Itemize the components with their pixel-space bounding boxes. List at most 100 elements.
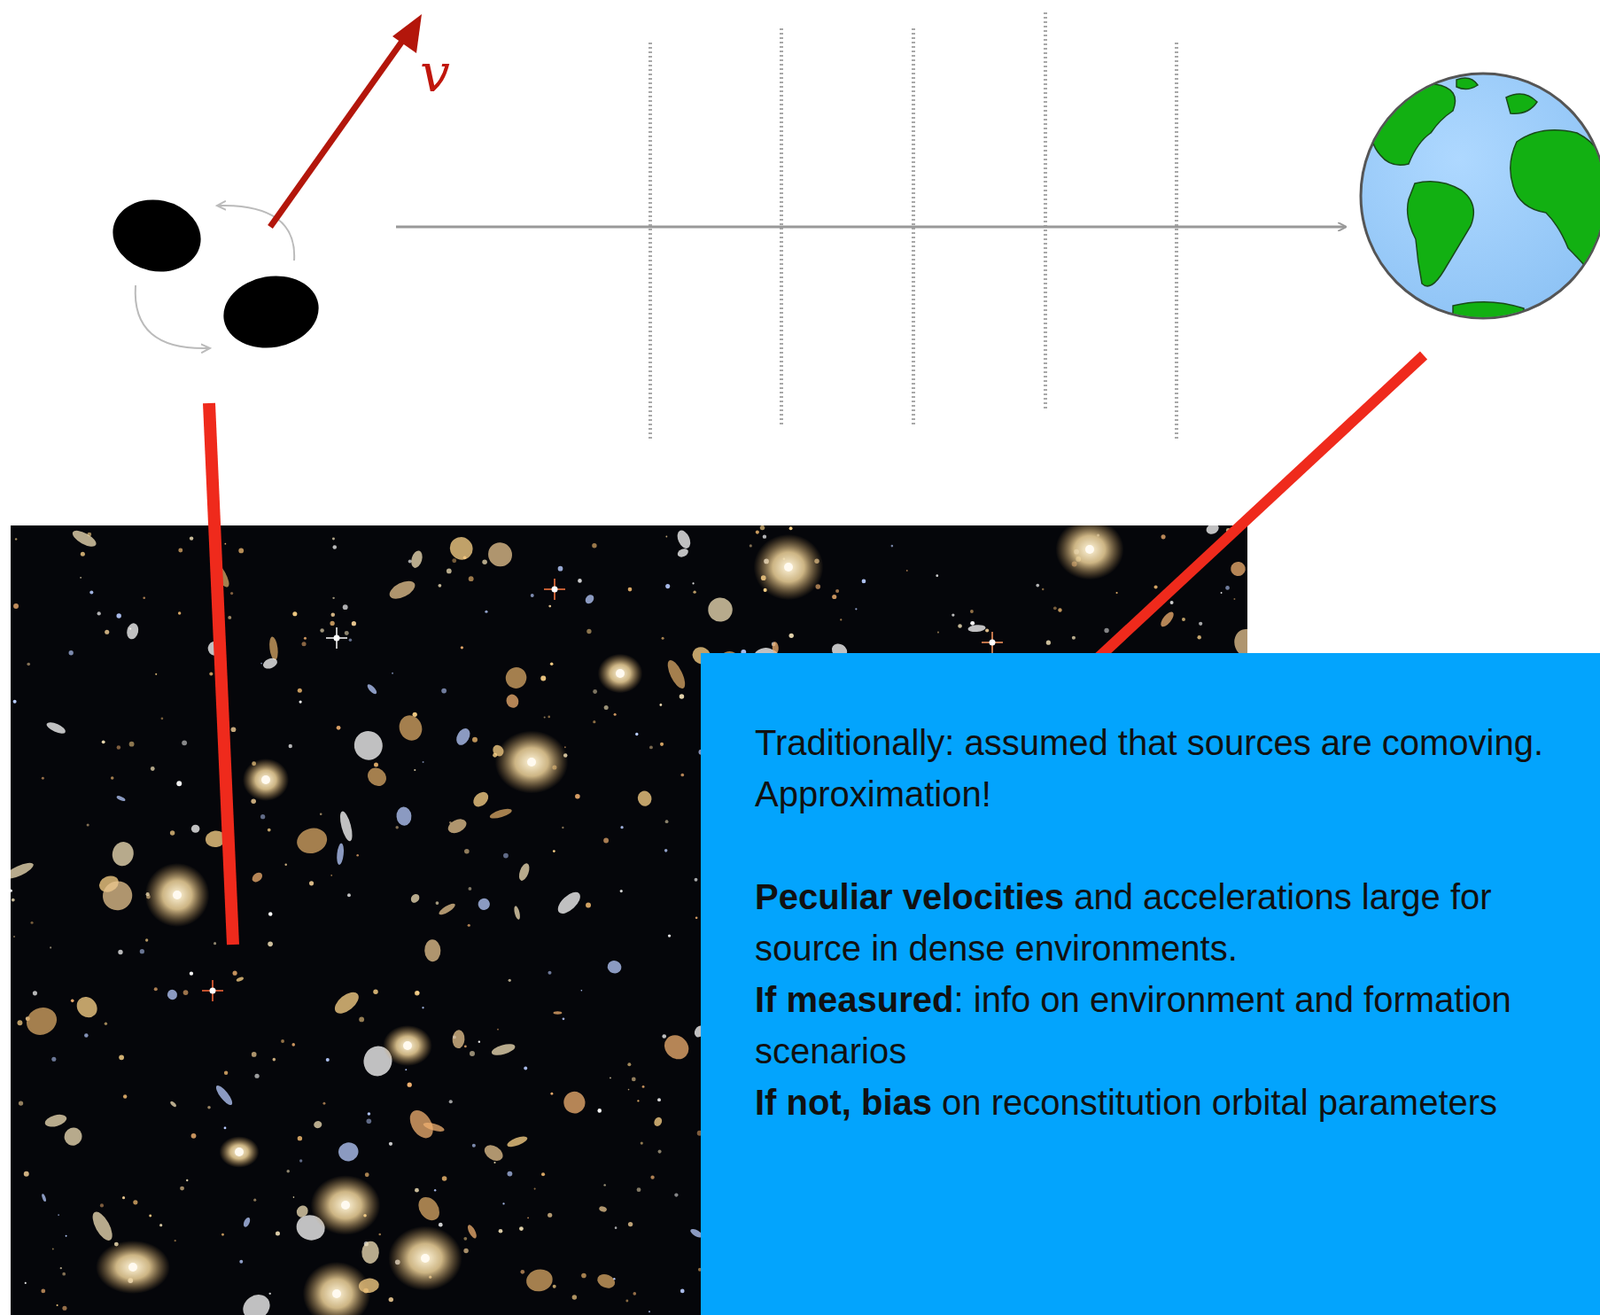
galaxy bbox=[234, 1147, 244, 1157]
galaxy bbox=[122, 1196, 125, 1199]
galaxy bbox=[498, 1228, 504, 1234]
galaxy bbox=[181, 739, 187, 746]
galaxy bbox=[150, 766, 156, 771]
galaxy bbox=[165, 987, 179, 1002]
galaxy bbox=[299, 1158, 303, 1162]
galaxy bbox=[665, 583, 670, 589]
galaxy bbox=[288, 744, 293, 748]
galaxy bbox=[581, 989, 583, 992]
galaxy bbox=[292, 611, 297, 616]
galaxy bbox=[1181, 617, 1186, 622]
galaxy bbox=[586, 629, 591, 634]
galaxy bbox=[18, 1100, 24, 1105]
galaxy bbox=[664, 657, 689, 691]
galaxy bbox=[1158, 609, 1177, 629]
galaxy bbox=[22, 1001, 62, 1040]
note-text: If not, bias on reconstitution orbital p… bbox=[754, 1076, 1574, 1128]
galaxy bbox=[260, 814, 265, 819]
galaxy bbox=[527, 1216, 529, 1219]
galaxy bbox=[592, 720, 596, 723]
galaxy bbox=[680, 1289, 685, 1294]
galaxy bbox=[550, 1092, 553, 1096]
galaxy bbox=[437, 900, 458, 917]
galaxy bbox=[128, 1262, 138, 1272]
galaxy bbox=[104, 629, 109, 635]
galaxy bbox=[241, 1216, 251, 1228]
galaxy bbox=[364, 763, 390, 790]
galaxy bbox=[183, 989, 189, 995]
galaxy bbox=[434, 1188, 436, 1191]
galaxy bbox=[675, 546, 690, 559]
galaxy bbox=[1233, 598, 1235, 600]
galaxy bbox=[1161, 534, 1166, 539]
galaxy bbox=[409, 549, 425, 569]
galaxy bbox=[387, 577, 419, 603]
galaxy bbox=[62, 1305, 67, 1311]
galaxy bbox=[297, 1135, 303, 1141]
galaxy bbox=[235, 976, 245, 983]
galaxy bbox=[970, 621, 975, 626]
galaxy bbox=[839, 618, 842, 621]
galaxy bbox=[155, 673, 157, 676]
galaxy bbox=[309, 880, 314, 886]
galaxy bbox=[446, 568, 452, 575]
galaxy bbox=[762, 534, 767, 538]
galaxy bbox=[469, 1050, 475, 1057]
galaxy bbox=[695, 916, 699, 919]
galaxy bbox=[468, 886, 473, 891]
galaxy bbox=[543, 715, 546, 718]
galaxy bbox=[56, 1304, 59, 1306]
galaxy bbox=[333, 635, 341, 642]
galaxy bbox=[603, 1183, 606, 1186]
galaxy bbox=[313, 1119, 323, 1129]
galaxy bbox=[620, 889, 623, 893]
galaxy bbox=[10, 888, 13, 892]
galaxy bbox=[935, 574, 939, 577]
galaxy bbox=[414, 990, 420, 996]
galaxy bbox=[493, 1161, 496, 1164]
galaxy bbox=[674, 1192, 678, 1197]
galaxy bbox=[502, 663, 531, 692]
galaxy bbox=[467, 924, 471, 927]
galaxy bbox=[117, 949, 123, 955]
galaxy bbox=[505, 1133, 529, 1150]
galaxy bbox=[1225, 585, 1230, 591]
galaxy bbox=[172, 890, 182, 900]
galaxy bbox=[665, 535, 668, 538]
galaxy bbox=[551, 586, 559, 593]
galaxy bbox=[174, 1239, 177, 1242]
galaxy bbox=[605, 958, 624, 976]
galaxy bbox=[504, 691, 521, 710]
galaxy bbox=[332, 544, 337, 550]
galaxy bbox=[332, 597, 334, 599]
galaxy bbox=[1154, 584, 1158, 589]
galaxy bbox=[438, 1222, 443, 1228]
galaxy bbox=[332, 536, 335, 540]
galaxy bbox=[261, 775, 271, 785]
galaxy bbox=[366, 1118, 373, 1124]
galaxy bbox=[470, 789, 491, 810]
galaxy bbox=[675, 528, 693, 551]
galaxy bbox=[284, 862, 288, 866]
galaxy bbox=[396, 712, 427, 745]
galaxy bbox=[403, 1040, 412, 1050]
pointer-line bbox=[209, 403, 234, 945]
galaxy bbox=[342, 604, 349, 610]
galaxy bbox=[13, 935, 16, 938]
galaxy bbox=[635, 732, 638, 736]
galaxy bbox=[789, 526, 793, 530]
galaxy bbox=[189, 971, 194, 976]
galaxy bbox=[280, 1039, 285, 1043]
galaxy bbox=[577, 578, 583, 583]
galaxy bbox=[558, 566, 564, 572]
galaxy bbox=[116, 794, 126, 802]
galaxy bbox=[1057, 607, 1062, 612]
galaxy bbox=[636, 1099, 639, 1102]
galaxy bbox=[145, 862, 210, 927]
propagation-arrow bbox=[396, 225, 1345, 229]
galaxy bbox=[451, 558, 457, 563]
note-text: Peculiar velocities and accelerations la… bbox=[754, 870, 1574, 974]
galaxy bbox=[70, 999, 75, 1003]
galaxy bbox=[490, 1041, 517, 1058]
galaxy bbox=[341, 1200, 350, 1210]
